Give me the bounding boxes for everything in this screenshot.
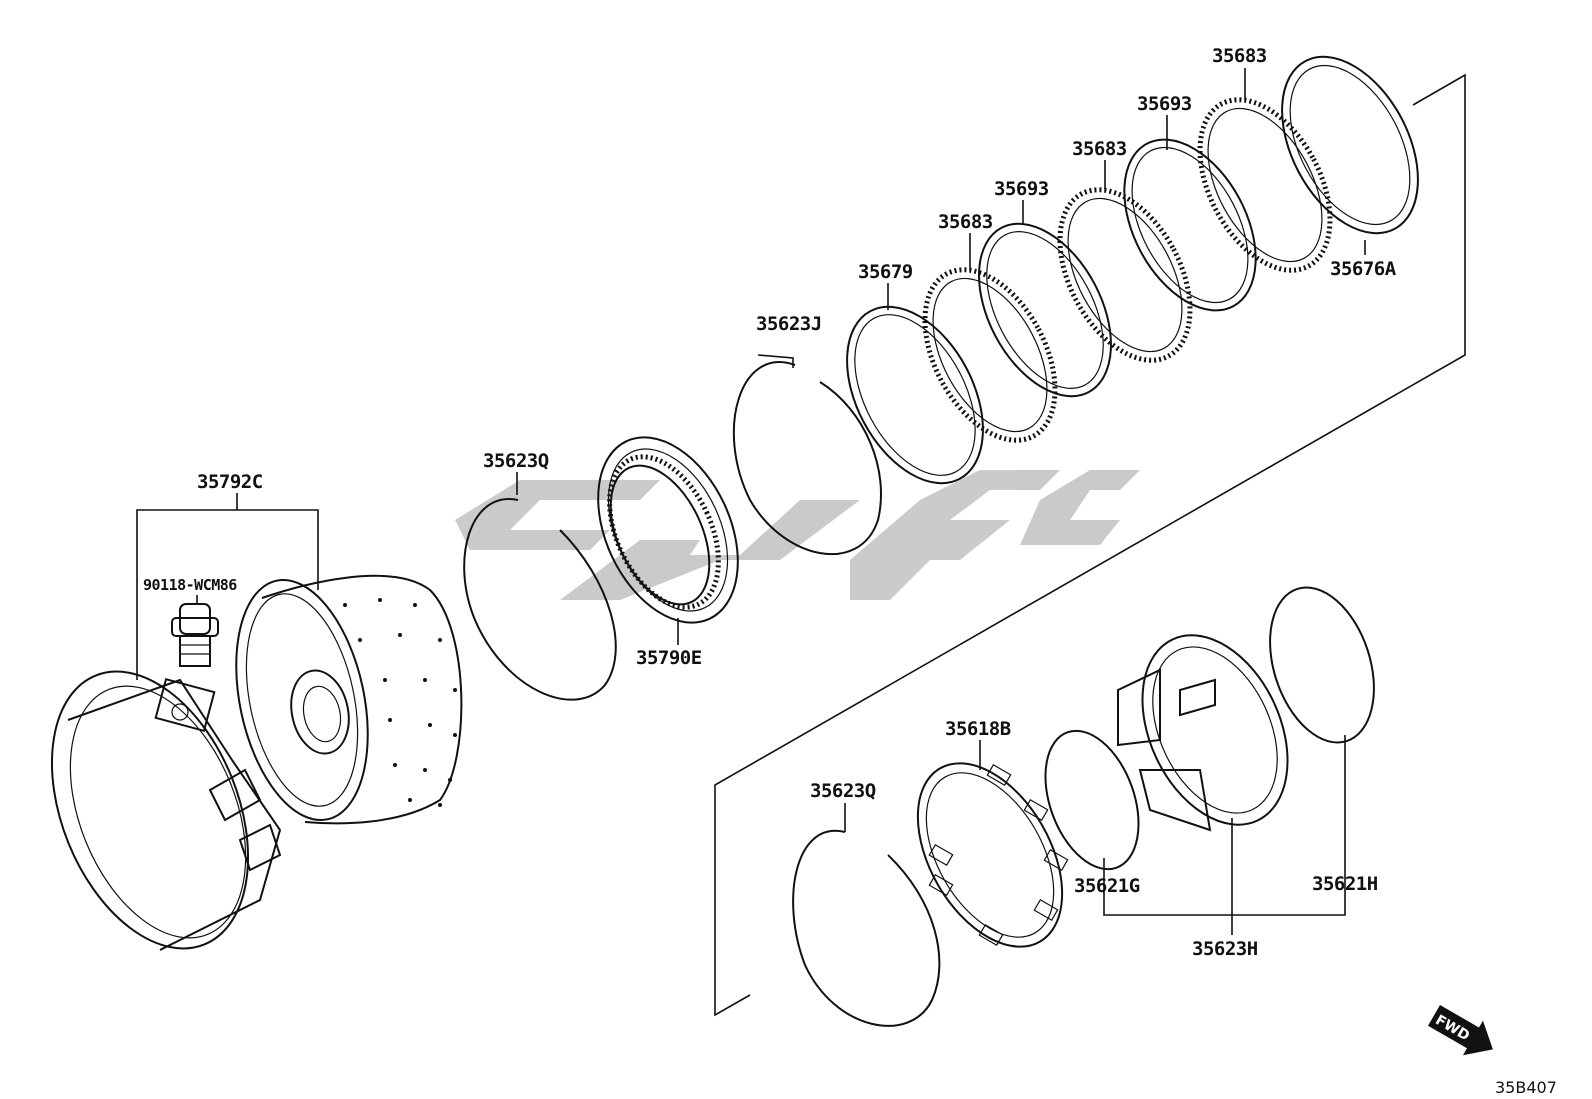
label-35618B[interactable]: 35618B bbox=[945, 718, 1011, 740]
seal-35621H bbox=[1269, 586, 1375, 744]
diagram-code: 35B407 bbox=[1495, 1078, 1557, 1097]
watermark-logo bbox=[455, 470, 1140, 600]
label-35792C[interactable]: 35792C bbox=[197, 471, 263, 493]
label-35623J[interactable]: 35623J bbox=[756, 313, 822, 335]
label-35621G[interactable]: 35621G bbox=[1074, 875, 1140, 897]
snap-ring-35623J bbox=[732, 361, 882, 555]
label-35676A[interactable]: 35676A bbox=[1330, 258, 1397, 280]
label-35679[interactable]: 35679 bbox=[858, 261, 913, 283]
label-35623Q-upper[interactable]: 35623Q bbox=[483, 450, 549, 472]
seal-35621G bbox=[1044, 729, 1140, 871]
label-35693-top[interactable]: 35693 bbox=[1137, 93, 1192, 115]
leader-lines bbox=[136, 68, 1366, 935]
label-35621H[interactable]: 35621H bbox=[1312, 873, 1378, 895]
label-90118-WCM86[interactable]: 90118-WCM86 bbox=[143, 576, 238, 594]
group-box-upper bbox=[714, 73, 1466, 1017]
snap-ring-35623Q-lower bbox=[792, 829, 941, 1027]
label-35683-low[interactable]: 35683 bbox=[938, 211, 993, 233]
label-35623H[interactable]: 35623H bbox=[1192, 938, 1258, 960]
label-35693-mid[interactable]: 35693 bbox=[994, 178, 1049, 200]
piston-35623H bbox=[1117, 634, 1289, 832]
spring-retainer-35618B bbox=[916, 762, 1069, 948]
fwd-arrow-icon: FWD bbox=[1428, 1005, 1493, 1056]
snap-ring-35623Q-upper bbox=[463, 498, 617, 701]
clutch-pack bbox=[846, 55, 1419, 485]
one-way-clutch-35790E bbox=[597, 436, 739, 624]
part-labels: 35683 35693 35683 35693 35683 35679 3562… bbox=[143, 45, 1397, 960]
label-35683-top[interactable]: 35683 bbox=[1212, 45, 1267, 67]
label-35623Q-lower[interactable]: 35623Q bbox=[810, 780, 876, 802]
label-35790E[interactable]: 35790E bbox=[636, 647, 702, 669]
plug-90118-WCM86 bbox=[171, 603, 219, 667]
drum-assembly-35792C bbox=[50, 574, 463, 951]
label-35683-mid[interactable]: 35683 bbox=[1072, 138, 1127, 160]
